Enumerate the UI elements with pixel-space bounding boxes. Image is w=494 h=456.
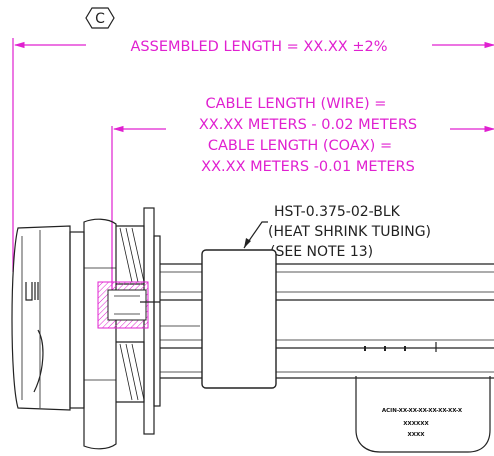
panel-flange-inner	[153, 235, 161, 407]
contact-pin	[107, 289, 147, 321]
label-tag-outline	[355, 376, 491, 453]
connector-body	[11, 207, 161, 450]
heat-shrink-tubing	[201, 249, 277, 389]
callout-note: (SEE NOTE 13)	[270, 244, 373, 260]
callout-description: (HEAT SHRINK TUBING)	[268, 224, 431, 240]
assembled-length-label: ASSEMBLED LENGTH = XX.XX ±2%	[131, 39, 388, 55]
revision-marker-letter: C	[95, 11, 105, 27]
label-tag-line1: ACIN-XX-XX-XX-XX-XX-XX-X	[382, 408, 463, 414]
label-tag: ACIN-XX-XX-XX-XX-XX-XX-X XXXXXX XXXX	[355, 376, 491, 453]
callout-part-number: HST-0.375-02-BLK	[274, 204, 401, 220]
cable-length-dimension: CABLE LENGTH (WIRE) = XX.XX METERS - 0.0…	[111, 96, 494, 320]
cable-wire-line2: XX.XX METERS - 0.02 METERS	[199, 117, 417, 133]
connector-grip-shell	[11, 225, 71, 411]
cable-wire-line1: CABLE LENGTH (WIRE) =	[206, 96, 387, 112]
thread-region-bottom	[116, 341, 145, 403]
key-indicator	[25, 282, 39, 301]
callout-arrowhead	[244, 238, 251, 248]
hex-nut	[83, 218, 117, 450]
revision-marker: C	[85, 7, 115, 29]
label-tag-line3: XXXX	[408, 432, 426, 438]
latch-curve	[33, 329, 44, 393]
cable-coax-line1: CABLE LENGTH (COAX) =	[208, 138, 392, 154]
connector-ring	[69, 231, 85, 409]
callout-leader	[243, 221, 268, 249]
label-tag-line2: XXXXXX	[403, 421, 429, 427]
revision-marker-shape	[85, 7, 115, 29]
cable-coax-line2: XX.XX METERS -0.01 METERS	[201, 159, 415, 175]
heat-shrink-callout: HST-0.375-02-BLK (HEAT SHRINK TUBING) (S…	[243, 204, 431, 260]
assembled-length-dimension: ASSEMBLED LENGTH = XX.XX ±2%	[12, 38, 494, 272]
wire-markers	[364, 342, 437, 352]
thread-region-top	[116, 225, 145, 285]
